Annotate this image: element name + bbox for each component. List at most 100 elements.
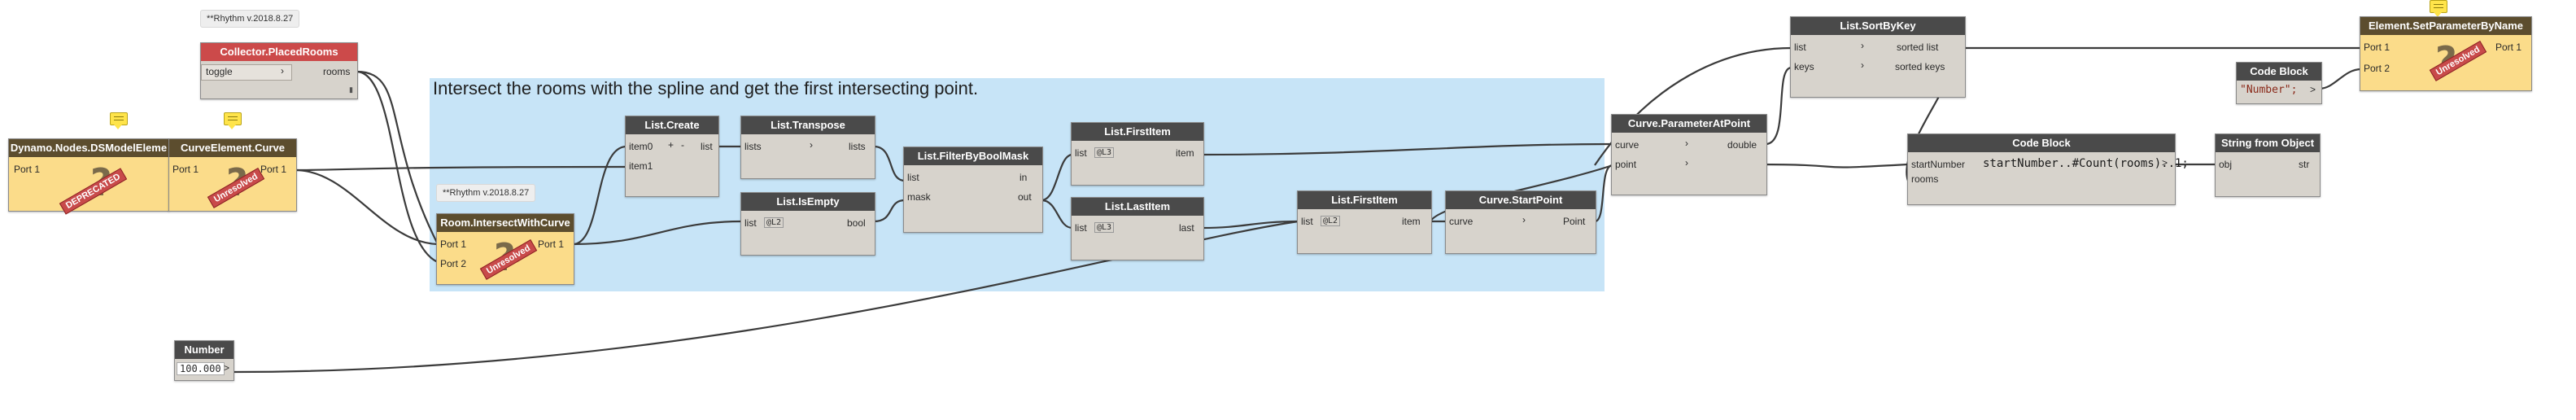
curve-parameteratpoint-node[interactable]: Curve.ParameterAtPoint curve point › › d…	[1611, 114, 1767, 195]
port-list-in[interactable]: list	[1075, 147, 1087, 159]
port-item-out[interactable]: item	[1176, 147, 1194, 159]
list-sortbykey-node[interactable]: List.SortByKey list keys › › sorted list…	[1790, 16, 1966, 98]
port-list-out[interactable]: list	[701, 141, 713, 152]
port-arrow-icon: ›	[1685, 157, 1688, 168]
group-title[interactable]: Intersect the rooms with the spline and …	[433, 78, 979, 98]
wire	[295, 168, 439, 246]
port-point-in[interactable]: point	[1615, 159, 1637, 170]
wire	[1202, 142, 1613, 156]
port-point-out[interactable]: Point	[1563, 216, 1586, 227]
list-create-node[interactable]: List.Create item0 item1 + - list	[625, 116, 719, 197]
list-level-selector[interactable]: @L3	[1094, 222, 1115, 233]
number-node[interactable]: Number 100.000 >	[174, 340, 234, 381]
number-input[interactable]: 100.000	[177, 362, 225, 375]
input-port-box[interactable]	[201, 64, 292, 81]
port-item-out[interactable]: item	[1402, 216, 1421, 227]
port-list-in[interactable]: list	[744, 217, 757, 229]
port-lists-in[interactable]: lists	[744, 141, 762, 152]
wire	[2318, 68, 2362, 90]
port-list-in[interactable]: list	[1075, 222, 1087, 234]
port-keys-in[interactable]: keys	[1794, 61, 1814, 72]
code-block-node[interactable]: Code Block startNumber rooms startNumber…	[1907, 133, 2189, 205]
rhythm-note[interactable]: **Rhythm v.2018.8.27	[200, 10, 300, 28]
port-arrow-icon: ›	[1861, 59, 1864, 71]
curve-startpoint-node[interactable]: Curve.StartPoint curve › Point	[1445, 190, 1596, 254]
node-title: Curve.StartPoint	[1446, 191, 1596, 209]
node-title: CurveElement.Curve	[169, 139, 296, 157]
node-title: Code Block	[1908, 134, 2175, 152]
list-lastitem-node[interactable]: List.LastItem list @L3 last	[1071, 197, 1204, 260]
room-intersectwithcurve-node[interactable]: Room.IntersectWithCurve Port 1 Port 2 Po…	[436, 213, 574, 285]
port-1-out[interactable]: Port 1	[2495, 42, 2522, 53]
collector-placedrooms-node[interactable]: Collector.PlacedRooms toggle › rooms ▮	[200, 42, 358, 99]
node-title: List.IsEmpty	[741, 193, 875, 211]
code-editor[interactable]: startNumber..#Count(rooms)..1;	[1983, 157, 2189, 170]
list-filterbyboolmask-node[interactable]: List.FilterByBoolMask list mask in out	[903, 147, 1043, 233]
lacing-arrow-icon[interactable]: >	[224, 362, 230, 374]
comment-icon[interactable]	[110, 112, 128, 129]
port-sorted-keys-out[interactable]: sorted keys	[1895, 61, 1945, 72]
node-title: List.FirstItem	[1072, 123, 1203, 141]
node-title: List.Create	[626, 116, 718, 134]
port-1-out[interactable]: Port 1	[538, 238, 565, 250]
port-curve-in[interactable]: curve	[1615, 139, 1639, 151]
rhythm-note[interactable]: **Rhythm v.2018.8.27	[436, 184, 536, 202]
port-item1[interactable]: item1	[629, 160, 653, 172]
port-str-out[interactable]: str	[2299, 159, 2310, 170]
port-double-out[interactable]: double	[1727, 139, 1757, 151]
port-1-out[interactable]: Port 1	[14, 164, 41, 175]
wire	[1041, 153, 1073, 202]
wire	[873, 199, 906, 223]
port-1-in[interactable]: Port 1	[172, 164, 199, 175]
port-1-in[interactable]: Port 1	[2364, 42, 2390, 53]
list-level-selector[interactable]: @L2	[764, 217, 784, 228]
port-1-in[interactable]: Port 1	[440, 238, 467, 250]
list-level-selector[interactable]: @L2	[1321, 216, 1341, 226]
port-startnumber-in[interactable]: startNumber	[1911, 159, 1966, 170]
curveelement-curve-node[interactable]: CurveElement.Curve Port 1 Port 1 ? Unres…	[168, 138, 297, 212]
port-last-out[interactable]: last	[1179, 222, 1194, 234]
port-in-out[interactable]: in	[1019, 172, 1028, 183]
port-rooms[interactable]: rooms	[323, 66, 351, 77]
port-bool-out[interactable]: bool	[847, 217, 866, 229]
node-title: Element.SetParameterByName	[2360, 17, 2531, 35]
code-editor[interactable]: "Number";	[2240, 84, 2298, 96]
element-setparameterbyname-node[interactable]: Element.SetParameterByName Port 1 Port 2…	[2360, 16, 2532, 91]
port-list-in[interactable]: list	[907, 172, 919, 183]
port-arrow-icon: ›	[1685, 138, 1688, 149]
node-title: Dynamo.Nodes.DSModelEleme	[9, 139, 168, 157]
code-block-node[interactable]: Code Block "Number"; >	[2236, 62, 2322, 104]
list-firstitem-node[interactable]: List.FirstItem list @L2 item	[1297, 190, 1432, 254]
port-obj-in[interactable]: obj	[2219, 159, 2233, 170]
port-2-in[interactable]: Port 2	[440, 258, 467, 269]
port-2-in[interactable]: Port 2	[2364, 63, 2390, 74]
port-sorted-list-out[interactable]: sorted list	[1897, 42, 1939, 53]
string-from-object-node[interactable]: String from Object obj str	[2215, 133, 2321, 197]
list-firstitem-node[interactable]: List.FirstItem list @L3 item	[1071, 122, 1204, 186]
node-title: Curve.ParameterAtPoint	[1612, 115, 1766, 133]
add-port-button[interactable]: +	[668, 139, 675, 151]
lacing-arrow-icon[interactable]: >	[2310, 84, 2316, 95]
port-item0[interactable]: item0	[629, 141, 653, 152]
lacing-arrow-icon[interactable]: >	[2162, 157, 2168, 168]
port-lists-out[interactable]: lists	[849, 141, 866, 152]
dsmodelelement-node[interactable]: Dynamo.Nodes.DSModelEleme Port 1 ? DEPRE…	[8, 138, 169, 215]
port-out-out[interactable]: out	[1018, 191, 1032, 203]
list-isempty-node[interactable]: List.IsEmpty list @L2 bool	[740, 192, 875, 256]
node-title: Code Block	[2237, 63, 2321, 81]
comment-icon[interactable]	[2430, 0, 2447, 17]
port-mask-in[interactable]: mask	[907, 191, 931, 203]
port-curve-in[interactable]: curve	[1449, 216, 1474, 227]
port-list-in[interactable]: list	[1301, 216, 1313, 227]
list-transpose-node[interactable]: List.Transpose lists › lists	[740, 116, 875, 179]
wire	[356, 70, 439, 264]
port-toggle[interactable]: toggle	[206, 66, 233, 77]
remove-port-button[interactable]: -	[681, 139, 684, 151]
port-rooms-in[interactable]: rooms	[1911, 173, 1939, 185]
comment-icon[interactable]	[224, 112, 242, 129]
port-list-in[interactable]: list	[1794, 42, 1806, 53]
port-1-out[interactable]: Port 1	[260, 164, 287, 175]
list-level-selector[interactable]: @L3	[1094, 147, 1115, 158]
